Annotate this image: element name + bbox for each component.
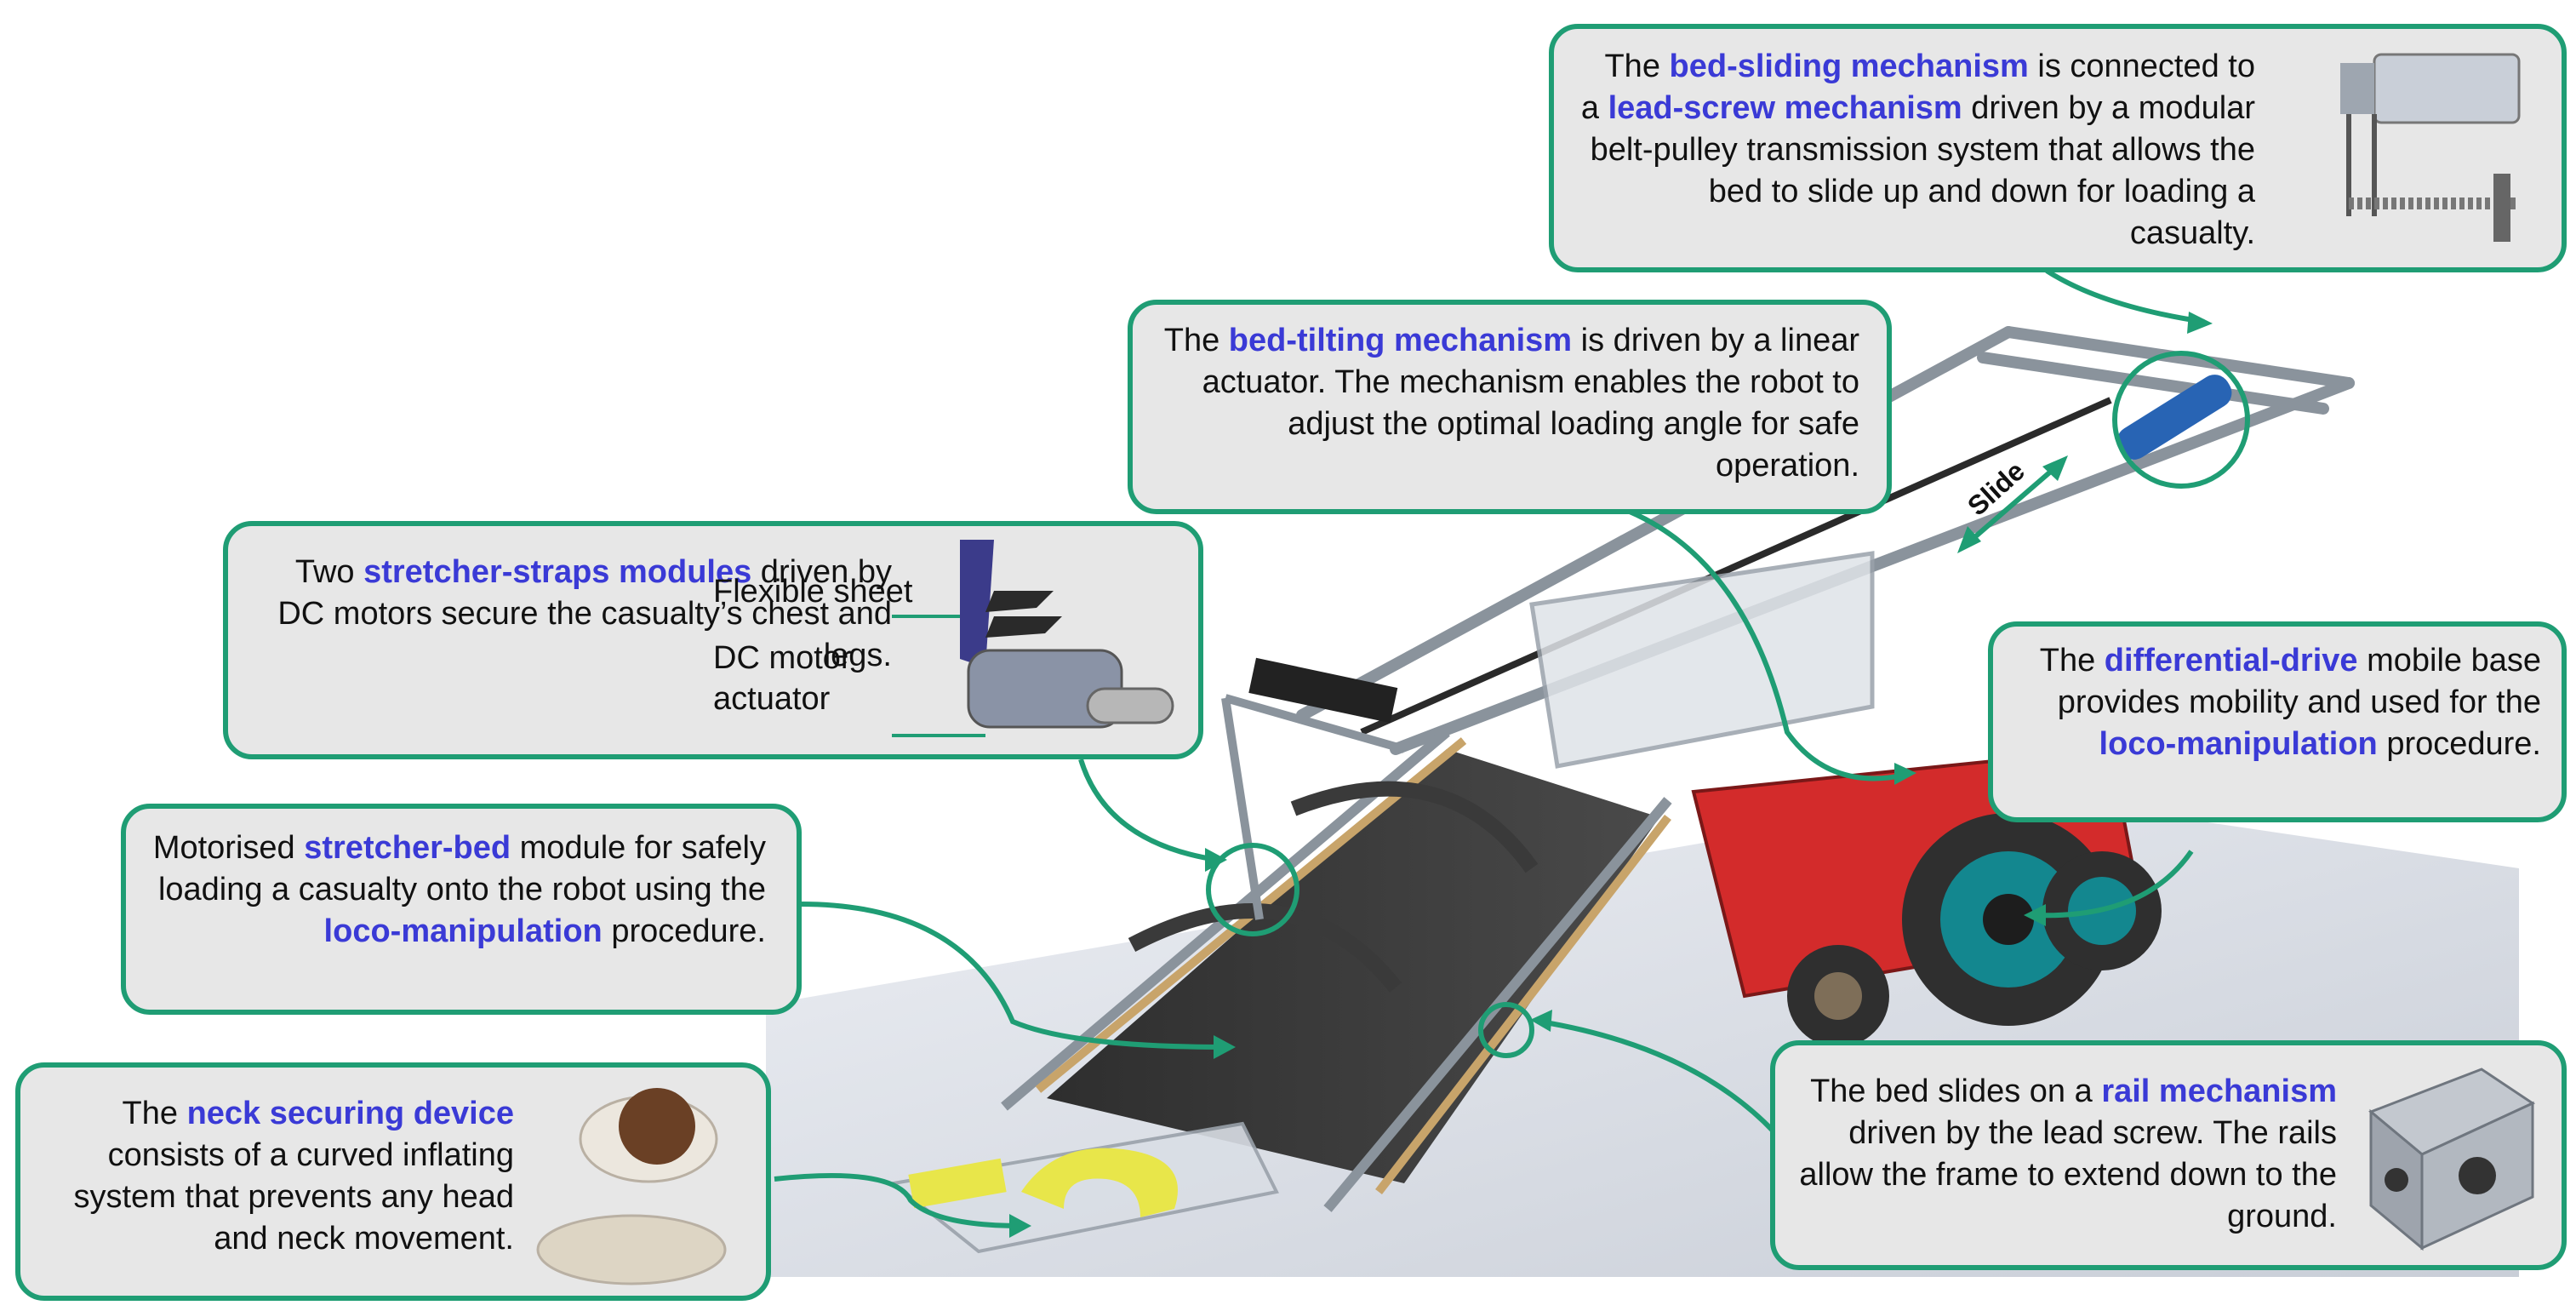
text-span: The <box>1163 323 1229 358</box>
neck-device-illustration <box>536 1088 727 1285</box>
linear-actuator <box>2116 375 2232 460</box>
callout-bed-sliding: The bed-sliding mechanism is connected t… <box>1549 24 2567 272</box>
callout-bed-tilting: The bed-tilting mechanism is driven by a… <box>1128 300 1892 514</box>
straps-text: Two stretcher-straps modules driven by D… <box>245 552 892 677</box>
callout-stretcher-bed: Motorised stretcher-bed module for safel… <box>121 804 802 1015</box>
text-span: procedure. <box>602 913 766 949</box>
text-span: The <box>122 1096 187 1131</box>
callout-differential-drive: The differential-drive mobile base provi… <box>1988 621 2567 822</box>
connector-arrowheads <box>1009 312 2213 1238</box>
highlight-term: loco-manipulation <box>2099 726 2378 762</box>
bed-rail-right <box>1375 814 1671 1195</box>
stretcher-belt <box>1047 749 1659 1183</box>
text-span: The bed slides on a <box>1810 1073 2102 1109</box>
stretcher-bed-text: Motorised stretcher-bed module for safel… <box>151 827 766 953</box>
highlight-term: bed-sliding mechanism <box>1669 49 2029 84</box>
neck-device-base <box>889 1121 1279 1254</box>
text-span: mobile base provides mobility and used f… <box>2057 643 2541 720</box>
text-span: driven by the lead screw. The rails allo… <box>1799 1115 2337 1234</box>
highlight-term: loco-manipulation <box>323 913 603 949</box>
text-span: driven by a modular belt-pulley transmis… <box>1590 90 2255 251</box>
drive-wheels <box>1787 813 2162 1047</box>
text-span: The <box>1604 49 1670 84</box>
neck-pad <box>908 1158 1007 1209</box>
bed-sliding-text: The bed-sliding mechanism is connected t… <box>1579 46 2255 255</box>
connector-lines <box>774 268 2205 1228</box>
text-span: Motorised <box>152 830 305 866</box>
differential-drive-text: The differential-drive mobile base provi… <box>2010 640 2541 765</box>
text-span: consists of a curved inflating system th… <box>73 1137 514 1257</box>
stretcher-straps <box>1128 781 1539 993</box>
label-actuator: actuator <box>713 681 831 717</box>
highlight-term: lead-screw mechanism <box>1608 90 1962 126</box>
callout-neck-device: The neck securing device consists of a c… <box>15 1062 771 1301</box>
highlight-term: neck securing device <box>186 1096 514 1131</box>
bed-tilting-text: The bed-tilting mechanism is driven by a… <box>1158 320 1859 487</box>
label-flexible-sheet: Flexible sheet <box>713 574 913 610</box>
straps-illustration <box>892 540 1174 737</box>
callout-stretcher-straps: Two stretcher-straps modules driven by D… <box>223 521 1203 759</box>
text-span: is driven by a linear actuator. The mech… <box>1202 323 1859 484</box>
lead-screw <box>1360 397 2112 736</box>
neck-text: The neck securing device consists of a c… <box>37 1093 514 1260</box>
highlight-term: bed-tilting mechanism <box>1228 323 1573 358</box>
text-span: driven by DC motors secure the casualty’… <box>277 554 892 673</box>
text-span: Two <box>294 554 364 590</box>
label-dc-motor: DC motor <box>713 640 852 676</box>
text-span: The <box>2039 643 2105 678</box>
belt-pulley-illustration <box>2340 53 2521 242</box>
strap-motor-box <box>1248 657 1398 724</box>
highlight-circles <box>1206 351 2250 1058</box>
callout-rail: The bed slides on a rail mechanism drive… <box>1770 1040 2567 1270</box>
text-span: module for safely loading a casualty ont… <box>157 830 766 907</box>
rail-text: The bed slides on a rail mechanism drive… <box>1792 1071 2337 1238</box>
slide-arrow: Slide <box>1957 455 2068 553</box>
highlight-term: rail mechanism <box>2101 1073 2337 1109</box>
text-span: is connected to a <box>1580 49 2255 126</box>
highlight-term: differential-drive <box>2104 643 2358 678</box>
gantry-frame <box>1221 694 1406 920</box>
neck-cushion <box>1021 1148 1178 1217</box>
highlight-term: stretcher-straps modules <box>363 554 752 590</box>
actuator-housing <box>1529 551 1875 769</box>
rail-profile-illustration <box>2368 1068 2536 1251</box>
highlight-term: stretcher-bed <box>304 830 511 866</box>
text-span: procedure. <box>2377 726 2541 762</box>
